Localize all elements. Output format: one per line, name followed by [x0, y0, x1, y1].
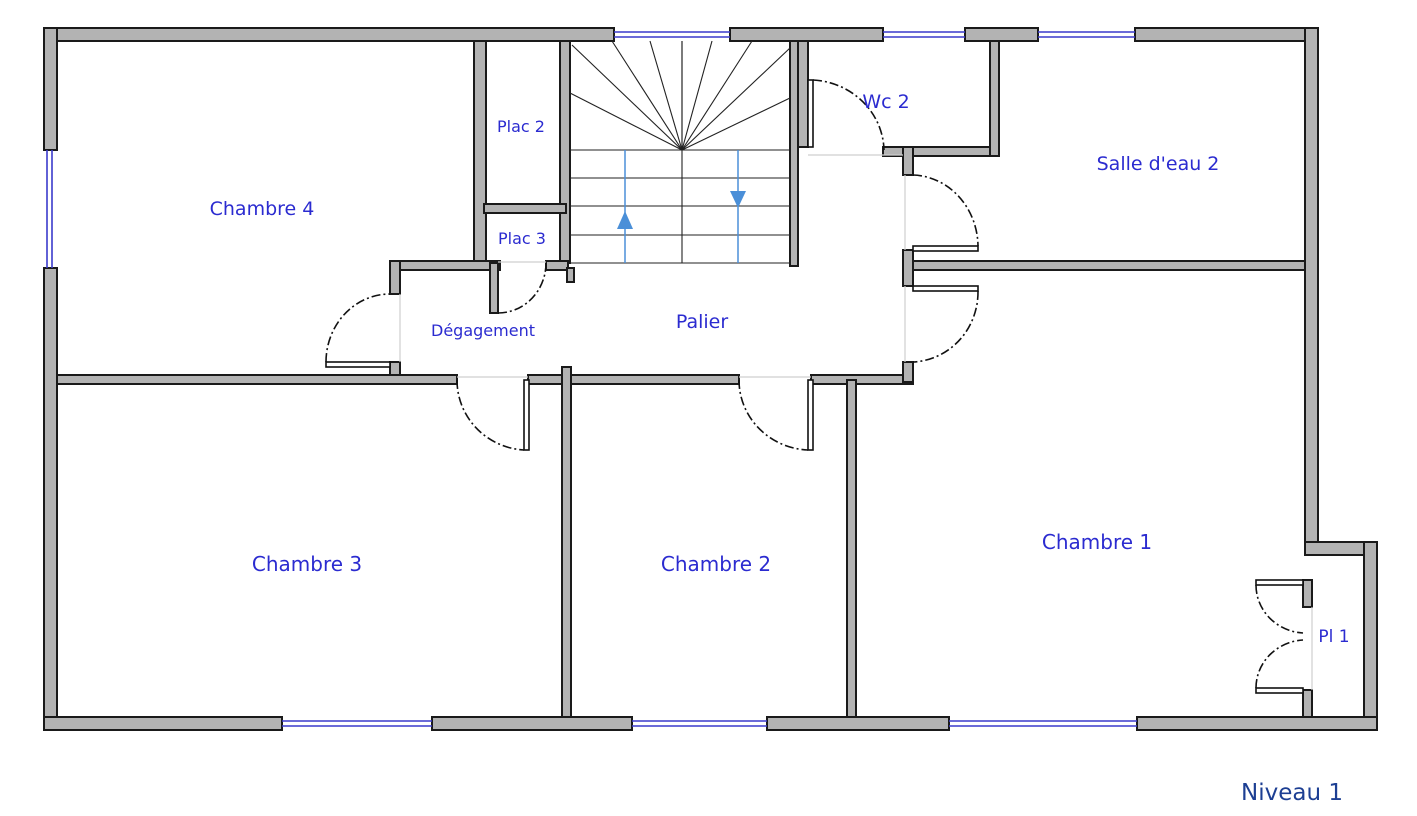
stair-winders [569, 40, 791, 151]
label-pl1: Pl 1 [1318, 627, 1349, 647]
door-chambre1[interactable] [912, 285, 979, 363]
level-label: Niveau 1 [1241, 780, 1343, 806]
door-chambre3[interactable] [456, 379, 530, 451]
stair-up-arrow [617, 211, 633, 229]
walls [43, 27, 1378, 731]
windows [46, 31, 1137, 727]
door-wc2[interactable] [807, 79, 885, 151]
label-wc2: Wc 2 [862, 91, 909, 113]
door-salle-deau2[interactable] [912, 174, 979, 252]
label-chambre1: Chambre 1 [1042, 530, 1152, 554]
label-chambre2: Chambre 2 [661, 552, 771, 576]
opening-lines [399, 154, 1313, 690]
label-chambre3: Chambre 3 [252, 552, 362, 576]
label-palier: Palier [676, 311, 728, 333]
label-plac3: Plac 3 [498, 229, 546, 248]
label-chambre4: Chambre 4 [210, 198, 315, 220]
label-plac2: Plac 2 [497, 117, 545, 136]
doors [325, 79, 1304, 694]
staircase [569, 40, 791, 264]
door-pl1[interactable] [1255, 579, 1304, 694]
door-chambre4[interactable] [325, 293, 391, 368]
label-salle-deau2: Salle d'eau 2 [1097, 153, 1220, 175]
door-plac3[interactable] [497, 262, 547, 314]
stair-down-arrow [730, 191, 746, 208]
label-degagement: Dégagement [431, 321, 535, 340]
door-chambre2[interactable] [738, 379, 814, 451]
room-labels: Chambre 4 Plac 2 Plac 3 Wc 2 Salle d'eau… [210, 91, 1350, 647]
